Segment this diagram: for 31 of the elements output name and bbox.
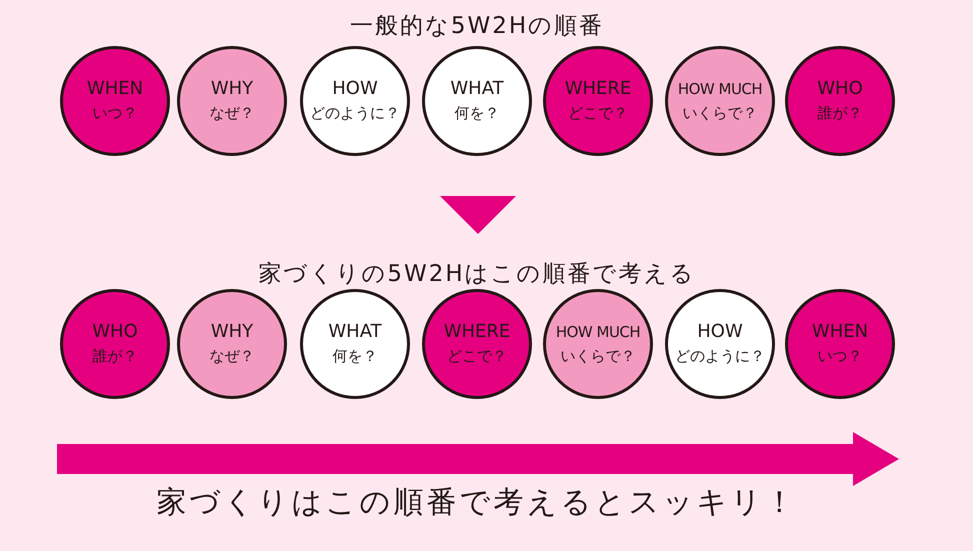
question-text: いくらで？ <box>682 103 758 124</box>
question-text: 誰が？ <box>818 103 862 124</box>
question-word: HOW MUCH <box>556 322 640 343</box>
question-word: HOW MUCH <box>678 79 762 100</box>
question-word: WHERE <box>564 77 632 101</box>
question-text: いくらで？ <box>560 346 636 367</box>
question-word: WHO <box>817 77 863 101</box>
question-text: 誰が？ <box>92 346 138 367</box>
question-text: なぜ？ <box>210 103 254 124</box>
caption: 家づくりはこの順番で考えるとスッキリ！ <box>156 484 798 522</box>
question-word: WHO <box>92 320 138 344</box>
question-text: いつ？ <box>818 346 862 367</box>
question-word: WHEN <box>86 77 144 101</box>
question-text: どこで？ <box>447 346 507 367</box>
question-text: 何を？ <box>454 103 500 124</box>
question-word: WHAT <box>328 320 382 344</box>
heading: 一般的な5W2Hの順番 <box>350 12 604 41</box>
question-word: WHAT <box>450 77 504 101</box>
question-word: WHY <box>210 320 254 344</box>
question-text: いつ？ <box>92 103 138 124</box>
question-text: どのように？ <box>675 346 765 367</box>
question-word: WHERE <box>444 320 510 344</box>
question-word: WHY <box>210 77 254 101</box>
question-text: どこで？ <box>568 103 628 124</box>
heading: 家づくりの5W2Hはこの順番で考える <box>258 260 696 289</box>
question-text: 何を？ <box>332 346 378 367</box>
question-text: なぜ？ <box>210 346 254 367</box>
question-word: HOW <box>697 320 743 344</box>
question-word: WHEN <box>812 320 868 344</box>
question-word: HOW <box>332 77 378 101</box>
question-text: どのように？ <box>310 103 400 124</box>
